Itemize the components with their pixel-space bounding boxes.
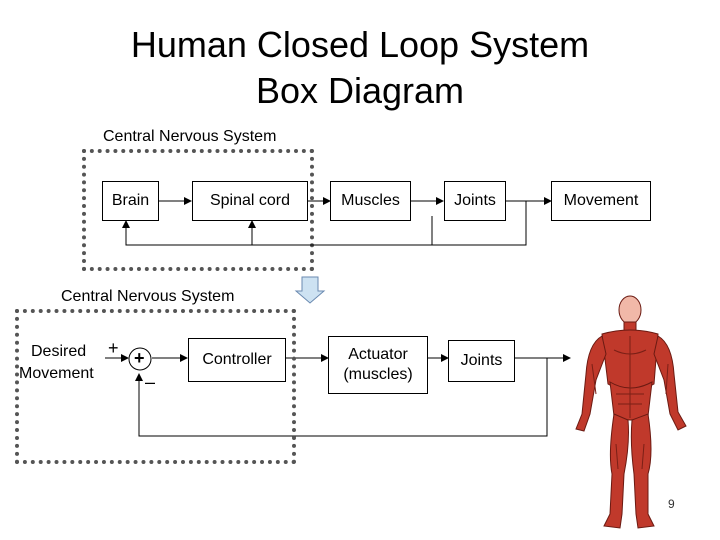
down-arrow-icon [294, 276, 326, 304]
block-brain: Brain [102, 181, 159, 221]
figure-arm-right [653, 335, 687, 431]
summing-junction [128, 347, 152, 371]
block-muscles: Muscles [330, 181, 411, 221]
cns-group-bottom [15, 309, 296, 464]
down-arrow-shape [294, 276, 326, 304]
figure-leg-left [603, 413, 629, 529]
cns-group-top [82, 149, 314, 271]
minus-sign-feedback: – [145, 372, 156, 392]
title-line-2: Box Diagram [255, 70, 465, 111]
cns-label-bottom: Central Nervous System [61, 288, 235, 305]
figure-leg-right [630, 413, 655, 529]
block-joints: Joints [444, 181, 506, 221]
wire-feedback-summer [135, 358, 548, 437]
plus-sign-input: + [108, 338, 119, 358]
input-label-movement: Movement [19, 365, 94, 382]
actuator-line-2: (muscles) [343, 366, 413, 383]
figure-abdomen [609, 381, 653, 421]
block-controller: Controller [188, 338, 286, 382]
input-label-desired: Desired [31, 343, 87, 360]
block-movement: Movement [551, 181, 651, 221]
figure-head [618, 295, 642, 325]
block-spinal-cord: Spinal cord [192, 181, 308, 221]
summer-plus-sign: + [134, 348, 145, 368]
block-actuator: Actuator (muscles) [328, 336, 428, 394]
cns-label-top: Central Nervous System [103, 128, 277, 145]
block-joints-bottom: Joints [448, 340, 515, 382]
actuator-line-1: Actuator [348, 346, 408, 363]
wire-feedback-brain [122, 201, 527, 246]
figure-arm-left [575, 335, 607, 432]
page-number: 9 [668, 497, 675, 511]
title-line-1: Human Closed Loop System [130, 24, 590, 65]
anatomy-figure-icon [575, 295, 687, 529]
